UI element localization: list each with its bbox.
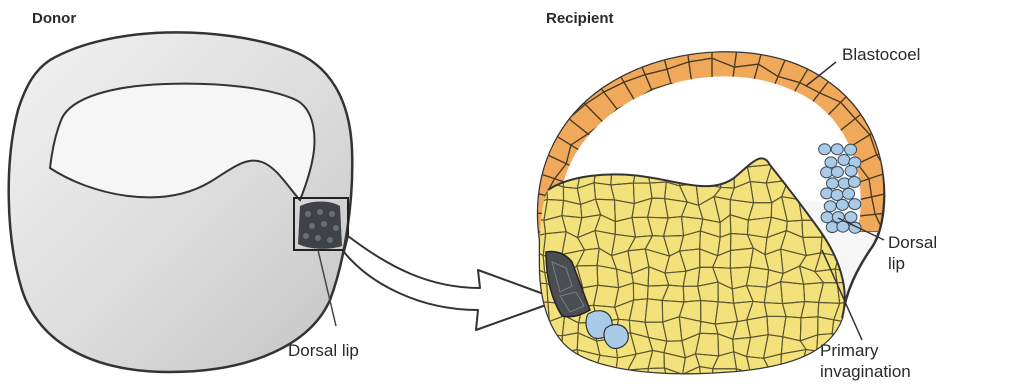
blastocoel-label: Blastocoel [842, 44, 920, 65]
donor-dorsal-lip-tissue [298, 202, 342, 249]
recipient-embryo [499, 40, 925, 391]
recipient-dorsal-lip-label-line1: Dorsal [888, 232, 937, 253]
graft-transfer-arrow [344, 236, 560, 330]
donor-title: Donor [32, 10, 76, 27]
primary-invagination-label-line1: Primary [820, 340, 911, 361]
primary-invagination-label: Primary invagination [820, 340, 911, 382]
recipient-title: Recipient [546, 10, 614, 27]
donor-embryo [9, 32, 353, 372]
primary-invagination-label-line2: invagination [820, 361, 911, 382]
donor-dorsal-lip-label: Dorsal lip [288, 340, 359, 361]
recipient-dorsal-lip-label: Dorsal lip [888, 232, 937, 274]
recipient-dorsal-lip-label-line2: lip [888, 253, 937, 274]
